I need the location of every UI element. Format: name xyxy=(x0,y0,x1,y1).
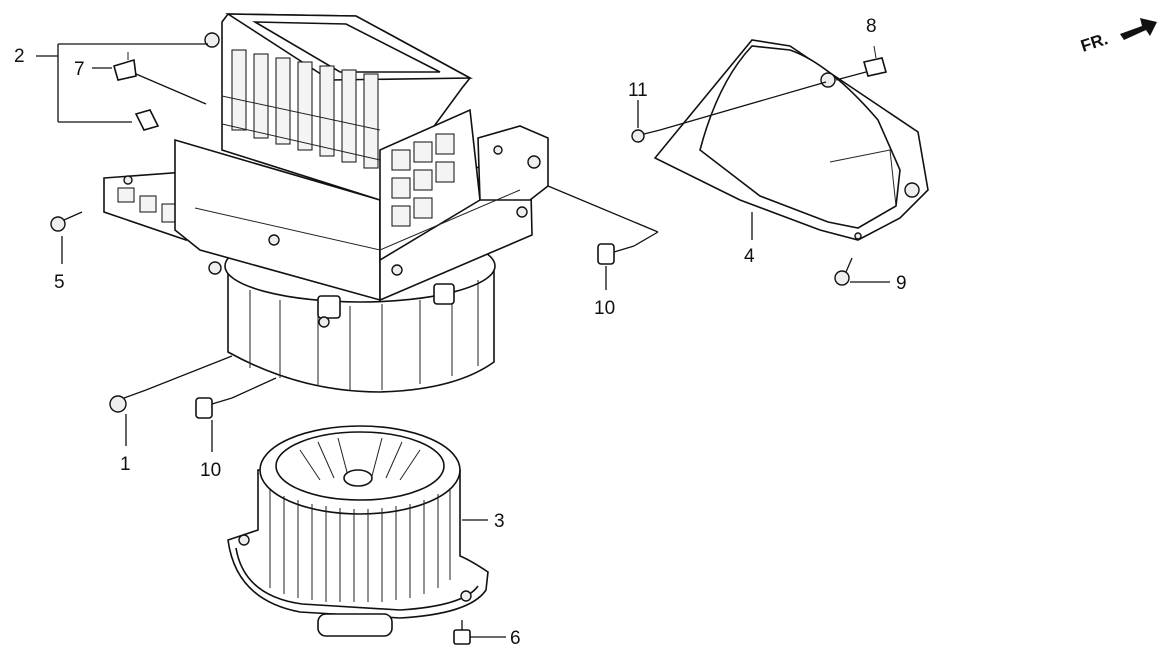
callout-10-right: 10 xyxy=(594,298,615,319)
screw-1 xyxy=(109,389,147,413)
callout-6: 6 xyxy=(510,628,521,649)
callout-10-left: 10 xyxy=(200,460,221,481)
leader-lines xyxy=(36,43,890,638)
callout-9: 9 xyxy=(896,273,907,294)
cover-duct xyxy=(653,39,929,241)
front-label: FR. xyxy=(1078,29,1110,56)
nut-6 xyxy=(453,620,471,645)
callout-8: 8 xyxy=(866,16,877,37)
front-direction-indicator: FR. xyxy=(1078,18,1157,56)
screw-11 xyxy=(631,129,661,143)
screw-5 xyxy=(50,211,83,232)
clip-small xyxy=(134,109,160,131)
callout-11: 11 xyxy=(628,80,648,101)
callout-4: 4 xyxy=(744,246,755,267)
clip-7 xyxy=(113,52,137,81)
blower-housing xyxy=(103,13,549,393)
callout-3: 3 xyxy=(494,511,505,532)
callout-2: 2 xyxy=(14,46,25,67)
callout-numbers: 2 7 5 1 10 3 6 10 11 8 4 9 xyxy=(14,16,907,649)
blower-fan-motor xyxy=(227,425,489,637)
callout-1: 1 xyxy=(120,454,131,475)
bolt-10-left xyxy=(195,397,233,419)
callout-7: 7 xyxy=(74,59,85,80)
bolt-10-right xyxy=(597,243,635,265)
callout-5: 5 xyxy=(54,272,65,293)
screw-9 xyxy=(834,257,853,286)
clip-8 xyxy=(862,45,888,77)
front-arrow-icon xyxy=(1120,18,1157,40)
